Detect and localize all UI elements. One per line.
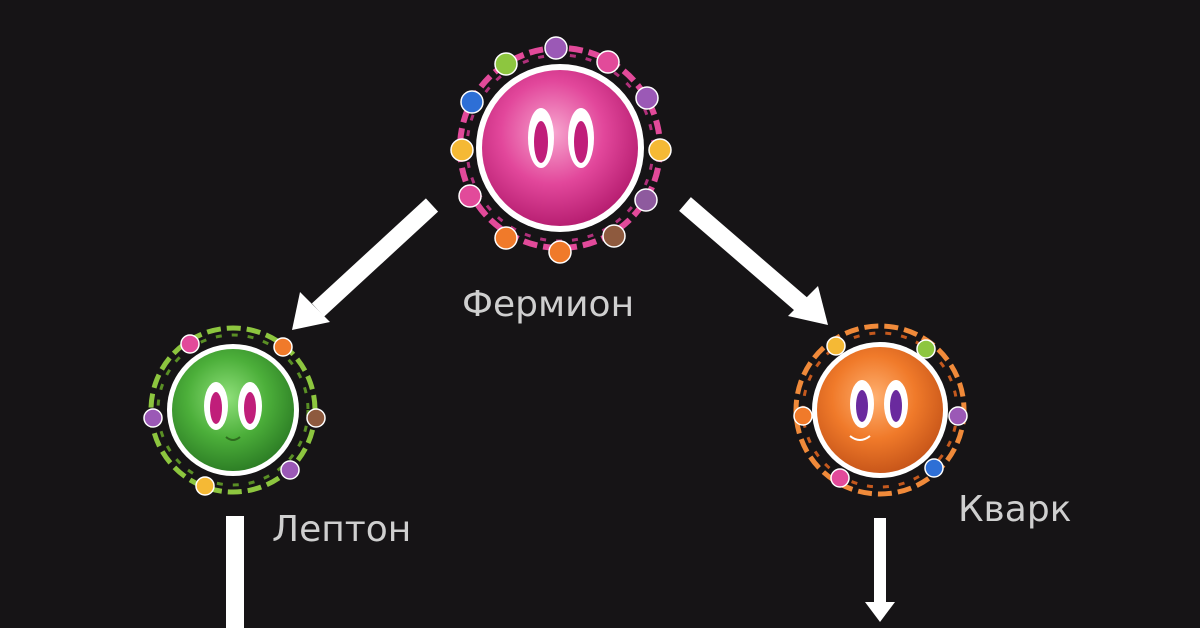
quark-label: Кварк — [958, 489, 1072, 530]
lepton-node — [143, 325, 326, 496]
quark-node — [793, 323, 968, 497]
arrow-fermion-to-lepton — [292, 198, 439, 330]
quark-orbiting-particles — [793, 336, 968, 488]
arrow-lepton-down — [226, 516, 244, 628]
fermion-label: Фермион — [462, 284, 635, 325]
fermion-particle-body — [482, 70, 638, 226]
fermion-orbiting-particles — [450, 36, 672, 264]
lepton-orbiting-particles — [143, 334, 326, 496]
fermion-node — [450, 36, 672, 264]
arrow-fermion-to-quark — [679, 197, 828, 325]
lepton-label: Лептон — [272, 509, 412, 550]
arrow-quark-down — [865, 518, 895, 622]
quark-particle-body — [817, 347, 943, 473]
lepton-particle-body — [172, 349, 294, 471]
